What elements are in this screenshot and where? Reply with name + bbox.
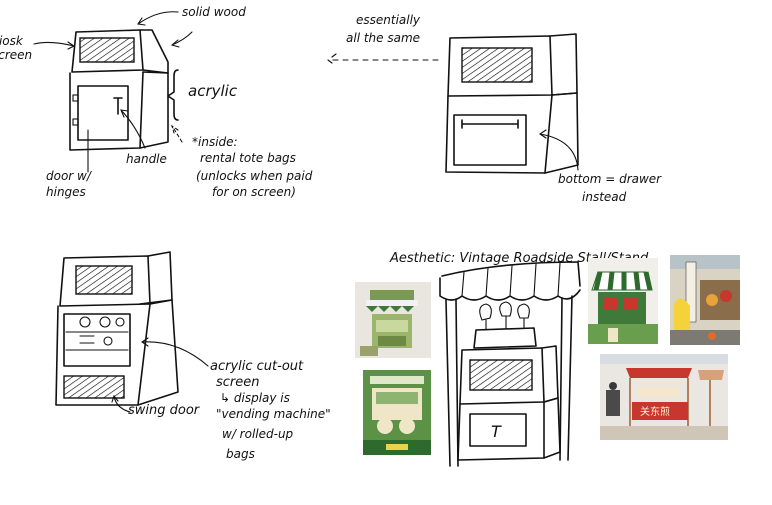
hinge-icon bbox=[72, 118, 79, 126]
label-display-3: w/ rolled-up bbox=[222, 427, 294, 441]
plant-decor bbox=[479, 301, 530, 331]
hinge-icon bbox=[72, 94, 79, 102]
label-solid-wood: solid wood bbox=[182, 5, 246, 19]
label-same-2: all the same bbox=[346, 31, 420, 45]
same-arrow bbox=[327, 53, 439, 67]
label-inside-2: rental tote bags bbox=[200, 151, 296, 165]
label-kiosk-screen-2: screen bbox=[0, 48, 32, 62]
label-display-1: ↳ display is bbox=[220, 391, 290, 405]
drawer-outline bbox=[453, 114, 527, 166]
kiosk-sketch-2: essentially all the same bottom = drawer… bbox=[327, 13, 662, 204]
kiosk-sketch-3: acrylic cut-out screen ↳ display is "ven… bbox=[55, 251, 331, 461]
handle-mark bbox=[113, 97, 123, 115]
label-handle: handle bbox=[126, 152, 167, 166]
label-door-2: hinges bbox=[46, 185, 86, 199]
screen-hatch-3 bbox=[75, 265, 133, 295]
photo-sign-text: 关东煎 bbox=[640, 405, 670, 418]
kiosk-screen-hatch bbox=[79, 37, 135, 63]
label-acrylic: acrylic bbox=[188, 82, 238, 100]
label-aesthetic: Aesthetic: Vintage Roadside Stall/Stand bbox=[389, 251, 649, 266]
label-kiosk-screen-1: kiosk bbox=[0, 34, 24, 48]
label-swing-door: swing door bbox=[128, 403, 201, 418]
stall-screen-hatch bbox=[469, 359, 533, 391]
label-cutout-2: screen bbox=[216, 375, 260, 390]
label-bottom-2: instead bbox=[582, 190, 627, 204]
reference-photo-1 bbox=[355, 282, 431, 358]
stall-handle-mark: T bbox=[491, 422, 502, 441]
cutout-window bbox=[63, 313, 131, 367]
door-outline bbox=[77, 85, 129, 141]
label-cutout-1: acrylic cut-out bbox=[210, 359, 304, 374]
reference-photo-2 bbox=[363, 370, 431, 455]
label-bottom-1: bottom = drawer bbox=[558, 172, 662, 186]
label-same-1: essentially bbox=[356, 13, 421, 27]
drawer-handle bbox=[461, 119, 519, 129]
reference-photo-4 bbox=[670, 255, 740, 345]
bag-display-hatch bbox=[63, 375, 125, 399]
label-inside-1: *inside: bbox=[192, 135, 238, 149]
reference-photo-3 bbox=[588, 258, 658, 344]
label-display-2: "vending machine" bbox=[216, 407, 331, 421]
stall-door bbox=[469, 413, 527, 447]
stall-sketch: Aesthetic: Vintage Roadside Stall/Stand … bbox=[389, 251, 649, 467]
label-door-1: door w/ bbox=[46, 169, 93, 183]
kiosk-sketch-1: kiosk screen solid wood acrylic door w/ … bbox=[0, 5, 313, 199]
reference-photo-5: 关东煎 bbox=[600, 354, 728, 440]
screen-hatch-2 bbox=[461, 47, 533, 83]
label-inside-3: (unlocks when paid bbox=[196, 169, 313, 183]
label-inside-4: for on screen) bbox=[212, 185, 296, 199]
label-display-4: bags bbox=[226, 447, 255, 461]
